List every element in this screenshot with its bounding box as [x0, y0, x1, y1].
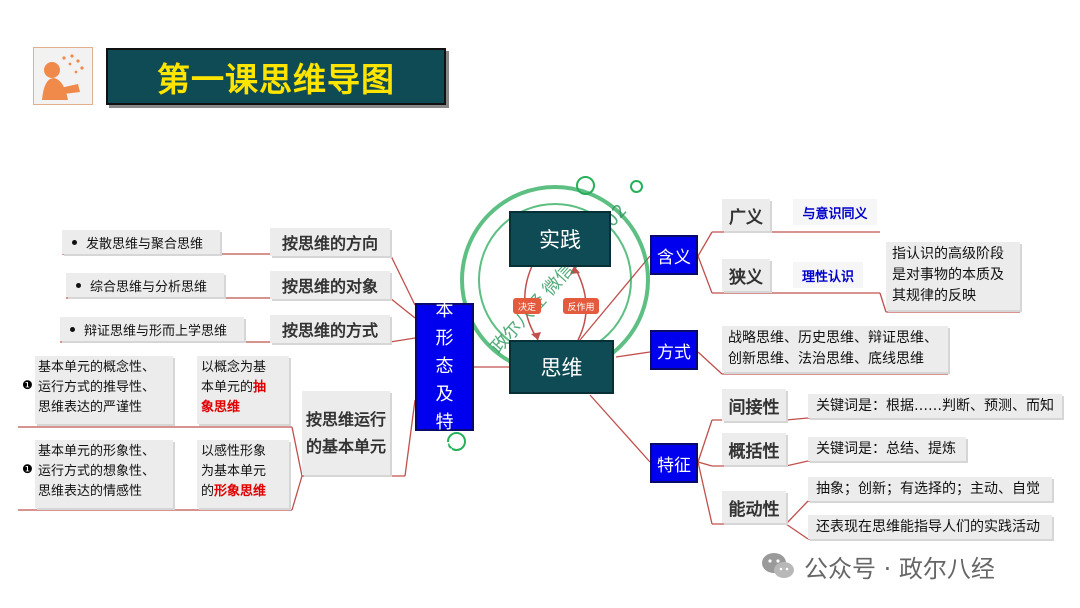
narrow-sense-label: 狭义	[722, 259, 770, 291]
ways-list: 战略思维、历史思维、辩证思维、 创新思维、法治思维、底线思维	[722, 326, 948, 372]
list-item: 发散思维与聚合思维	[62, 230, 220, 254]
wechat-icon	[762, 553, 794, 578]
abstract-desc: 基本单元的概念性、 运行方式的推导性、 思维表达的严谨性	[35, 356, 173, 424]
category-direction: 按思维的方向	[270, 228, 390, 256]
feature-indirectness: 间接性	[722, 389, 786, 421]
abstract-thinking-def: 以概念为基 本单元的抽 象思维	[197, 356, 289, 424]
category-basic-unit: 按思维运行的基本单元	[302, 391, 390, 475]
number-marker-icon: ❶	[22, 378, 33, 392]
image-desc: 基本单元的形象性、 运行方式的想象性、 思维表达的情感性	[35, 440, 173, 508]
wechat-account-footer: 公众号 · 政尔八经	[760, 548, 1050, 584]
decides-label: 决定	[513, 298, 541, 314]
number-marker-icon: ❶	[22, 462, 33, 476]
logo-reading-girl-icon	[33, 47, 93, 105]
list-item: 辩证思维与形而上学思维	[60, 317, 244, 341]
category-object: 按思维的对象	[270, 271, 390, 299]
narrow-sense-value: 理性认识	[793, 262, 863, 288]
thinking-node: 思维	[509, 340, 614, 394]
broad-sense-value: 与意识同义	[793, 199, 877, 225]
practice-node: 实践	[509, 211, 611, 267]
feature-indirectness-keywords: 关键词是：根据……判断、预测、而知	[808, 394, 1062, 418]
reaction-label: 反作用	[563, 298, 599, 314]
feature-initiative-keywords: 抽象；创新；有选择的；主动、自觉	[808, 477, 1052, 501]
ways-node: 方式	[650, 330, 698, 370]
feature-initiative: 能动性	[722, 491, 786, 523]
page-title: 第一课思维导图	[106, 48, 446, 105]
list-item: 综合思维与分析思维	[66, 273, 224, 297]
decor-circle	[447, 432, 466, 451]
bullet-icon	[72, 239, 77, 245]
category-method: 按思维的方式	[270, 315, 390, 343]
narrow-sense-explanation: 指认识的高级阶段 是对事物的本质及 其规律的反映	[886, 242, 1020, 310]
decor-circle	[630, 180, 643, 193]
image-thinking-def: 以感性形象 为基本单元 的形象思维	[197, 440, 289, 508]
feature-generality: 概括性	[722, 433, 786, 465]
feature-initiative-practice: 还表现在思维能指导人们的实践活动	[808, 515, 1052, 539]
feature-generality-keywords: 关键词是：总结、提炼	[808, 437, 966, 461]
broad-sense-label: 广义	[722, 199, 770, 231]
bullet-icon	[70, 326, 75, 332]
bullet-icon	[76, 282, 81, 288]
features-node: 特征	[650, 443, 698, 483]
forms-features-node: 基本形态及特征	[415, 272, 474, 461]
meaning-node: 含义	[650, 235, 698, 275]
